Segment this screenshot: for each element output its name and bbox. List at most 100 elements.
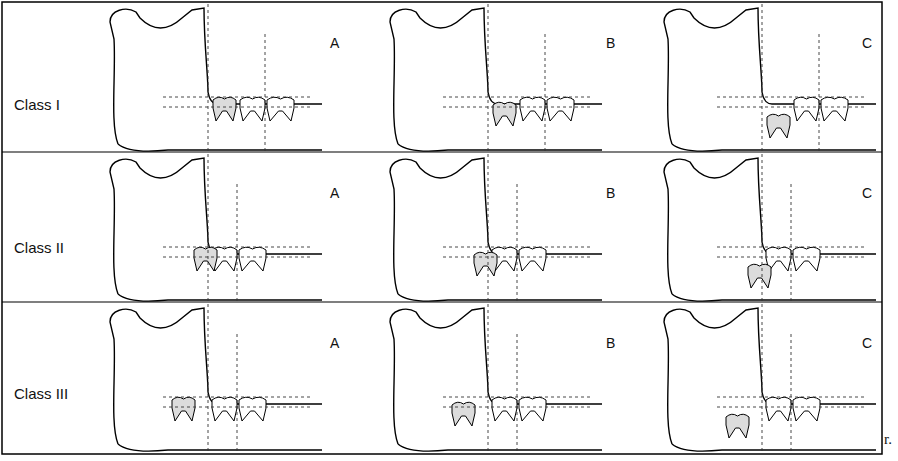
molar-width-line [545,34,546,152]
mandible-outline [110,308,322,444]
second-molar [492,397,517,421]
third-molar [194,247,217,271]
ramus-line [488,154,489,302]
ramus-line [762,154,763,302]
third-molar [213,97,236,121]
molar-width-line [517,334,518,452]
mandible-panel [390,304,602,452]
depth-label: A [330,336,339,350]
third-molar [172,397,195,421]
level-line [443,407,593,408]
class-label: Class I [14,97,60,112]
row-divider [2,151,882,152]
level-line [163,107,313,108]
depth-label: B [606,186,615,200]
mandible-panel [110,304,322,452]
ramus-line [762,4,763,152]
level-line [443,257,593,258]
depth-label: C [862,336,872,350]
mandible-outline [390,8,602,144]
level-line [717,407,867,408]
ramus-line [488,304,489,452]
mandible-panel [390,154,602,302]
depth-label: B [606,336,615,350]
first-molar [793,247,820,271]
ramus-line [208,304,209,452]
first-molar [267,97,294,121]
mandible-panel [664,304,876,452]
level-line [163,407,313,408]
mandible-outline [390,308,602,444]
mandible-outline [664,158,876,294]
second-molar [766,397,791,421]
mandible-panel [110,154,322,302]
row-divider [2,301,882,302]
note-text: r. [884,432,892,447]
third-molar [767,114,790,138]
level-line [717,247,867,248]
second-molar [212,397,237,421]
level-line [717,397,867,398]
mandible-lower-border [398,144,602,151]
class-label: Class II [14,240,64,255]
level-line [717,97,867,98]
frame [2,2,882,454]
second-molar [520,97,545,121]
mandible-lower-border [672,294,876,301]
mandible-panel [664,154,876,302]
mandible-lower-border [118,444,322,451]
depth-label: C [862,36,872,50]
third-molar [452,402,475,426]
mandible-outline [664,308,876,444]
mandible-lower-border [118,294,322,301]
first-molar [519,247,546,271]
level-line [443,247,593,248]
third-molar [493,102,516,126]
depth-label: A [330,36,339,50]
mandible-outline [110,158,322,294]
mandible-panel [390,4,602,152]
molar-width-line [791,334,792,452]
first-molar [519,397,546,421]
level-line [163,97,313,98]
first-molar [239,397,266,421]
molar-width-line [237,334,238,452]
first-molar [793,397,820,421]
third-molar [474,252,497,276]
second-molar [240,97,265,121]
first-molar [239,247,266,271]
ramus-line [208,154,209,302]
second-molar [794,97,819,121]
depth-label: A [330,186,339,200]
ramus-line [488,4,489,152]
mandible-lower-border [118,144,322,151]
mandible-outline [664,8,876,144]
depth-label: B [606,36,615,50]
mandible-outline [110,8,322,144]
level-line [443,397,593,398]
class-label: Class III [14,386,68,401]
first-molar [547,97,574,121]
mandible-outline [390,158,602,294]
mandible-lower-border [672,444,876,451]
level-line [163,397,313,398]
depth-label: C [862,186,872,200]
mandible-panel [110,4,322,152]
level-line [443,107,593,108]
third-molar [726,414,749,438]
level-line [717,257,867,258]
mandible-lower-border [672,144,876,151]
mandible-lower-border [398,294,602,301]
mandible-lower-border [398,444,602,451]
ramus-line [762,304,763,452]
level-line [443,97,593,98]
level-line [163,257,313,258]
molar-width-line [517,184,518,302]
mandible-panel [664,4,876,152]
level-line [163,247,313,248]
ramus-line [208,4,209,152]
molar-width-line [237,184,238,302]
level-line [717,107,867,108]
